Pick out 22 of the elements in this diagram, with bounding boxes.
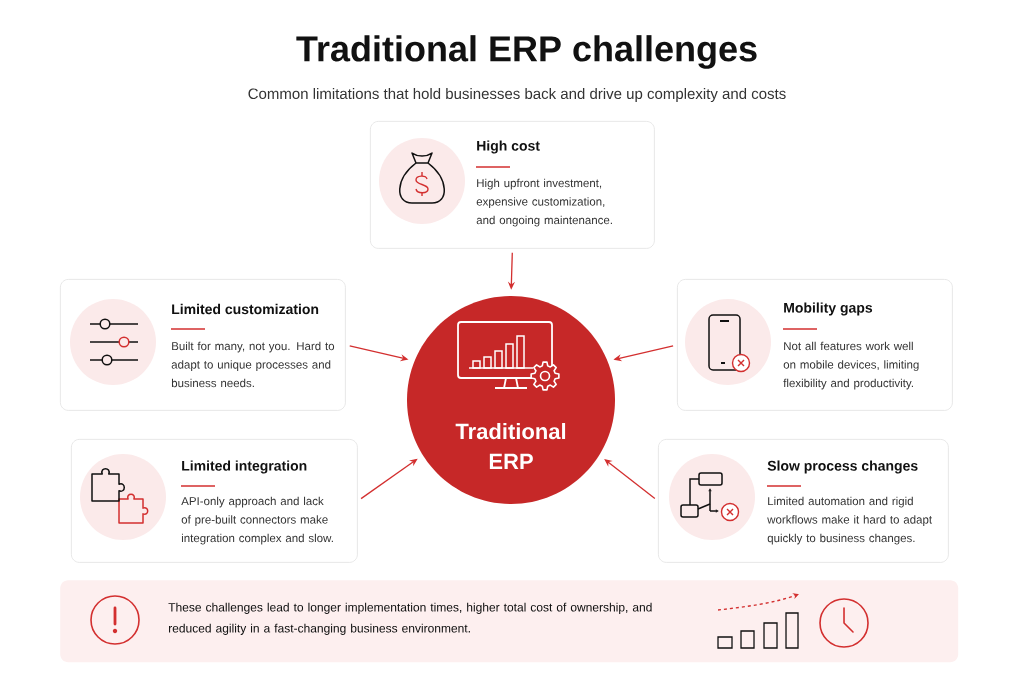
- arrow: [360, 458, 418, 500]
- card-text: Built for many, not you. Hard to adapt to unique processes and business needs.: [171, 341, 335, 388]
- card-heading: Limited integration: [182, 460, 307, 474]
- card-heading: Limited customization: [172, 303, 319, 315]
- challenge-card: [370, 121, 655, 249]
- title: Traditional ERP challenges: [296, 35, 757, 69]
- challenge-card: [60, 279, 346, 411]
- summary-text: These challenges lead to longer implementation times, higher total cost of ownership, and reduced agility in a fast-changing business environment.: [168, 602, 652, 635]
- challenge-card: [71, 439, 358, 563]
- summary-band: [60, 580, 959, 663]
- challenge-card: [658, 439, 949, 563]
- card-text: High upfront investment, expensive customization, and ongoing maintenance.: [476, 178, 612, 227]
- card-text: API-only approach and lack of pre-built connectors make integration complex and slow.: [181, 496, 333, 545]
- card-heading: Slow process changes: [767, 460, 918, 474]
- card-heading: Mobility gaps: [784, 302, 873, 316]
- challenge-card: [677, 279, 953, 411]
- card-text: Limited automation and rigid workflows make it hard to adapt quickly to business changes.: [767, 496, 932, 545]
- card-text: Not all features work well on mobile devices, limiting flexibility and productivity.: [783, 341, 919, 390]
- center-circle: [407, 296, 615, 504]
- circle-title: Traditional ERP: [455, 423, 566, 469]
- subtitle: Common limitations that hold businesses back and drive up complexity and costs: [248, 88, 786, 102]
- card-heading: High cost: [477, 140, 540, 154]
